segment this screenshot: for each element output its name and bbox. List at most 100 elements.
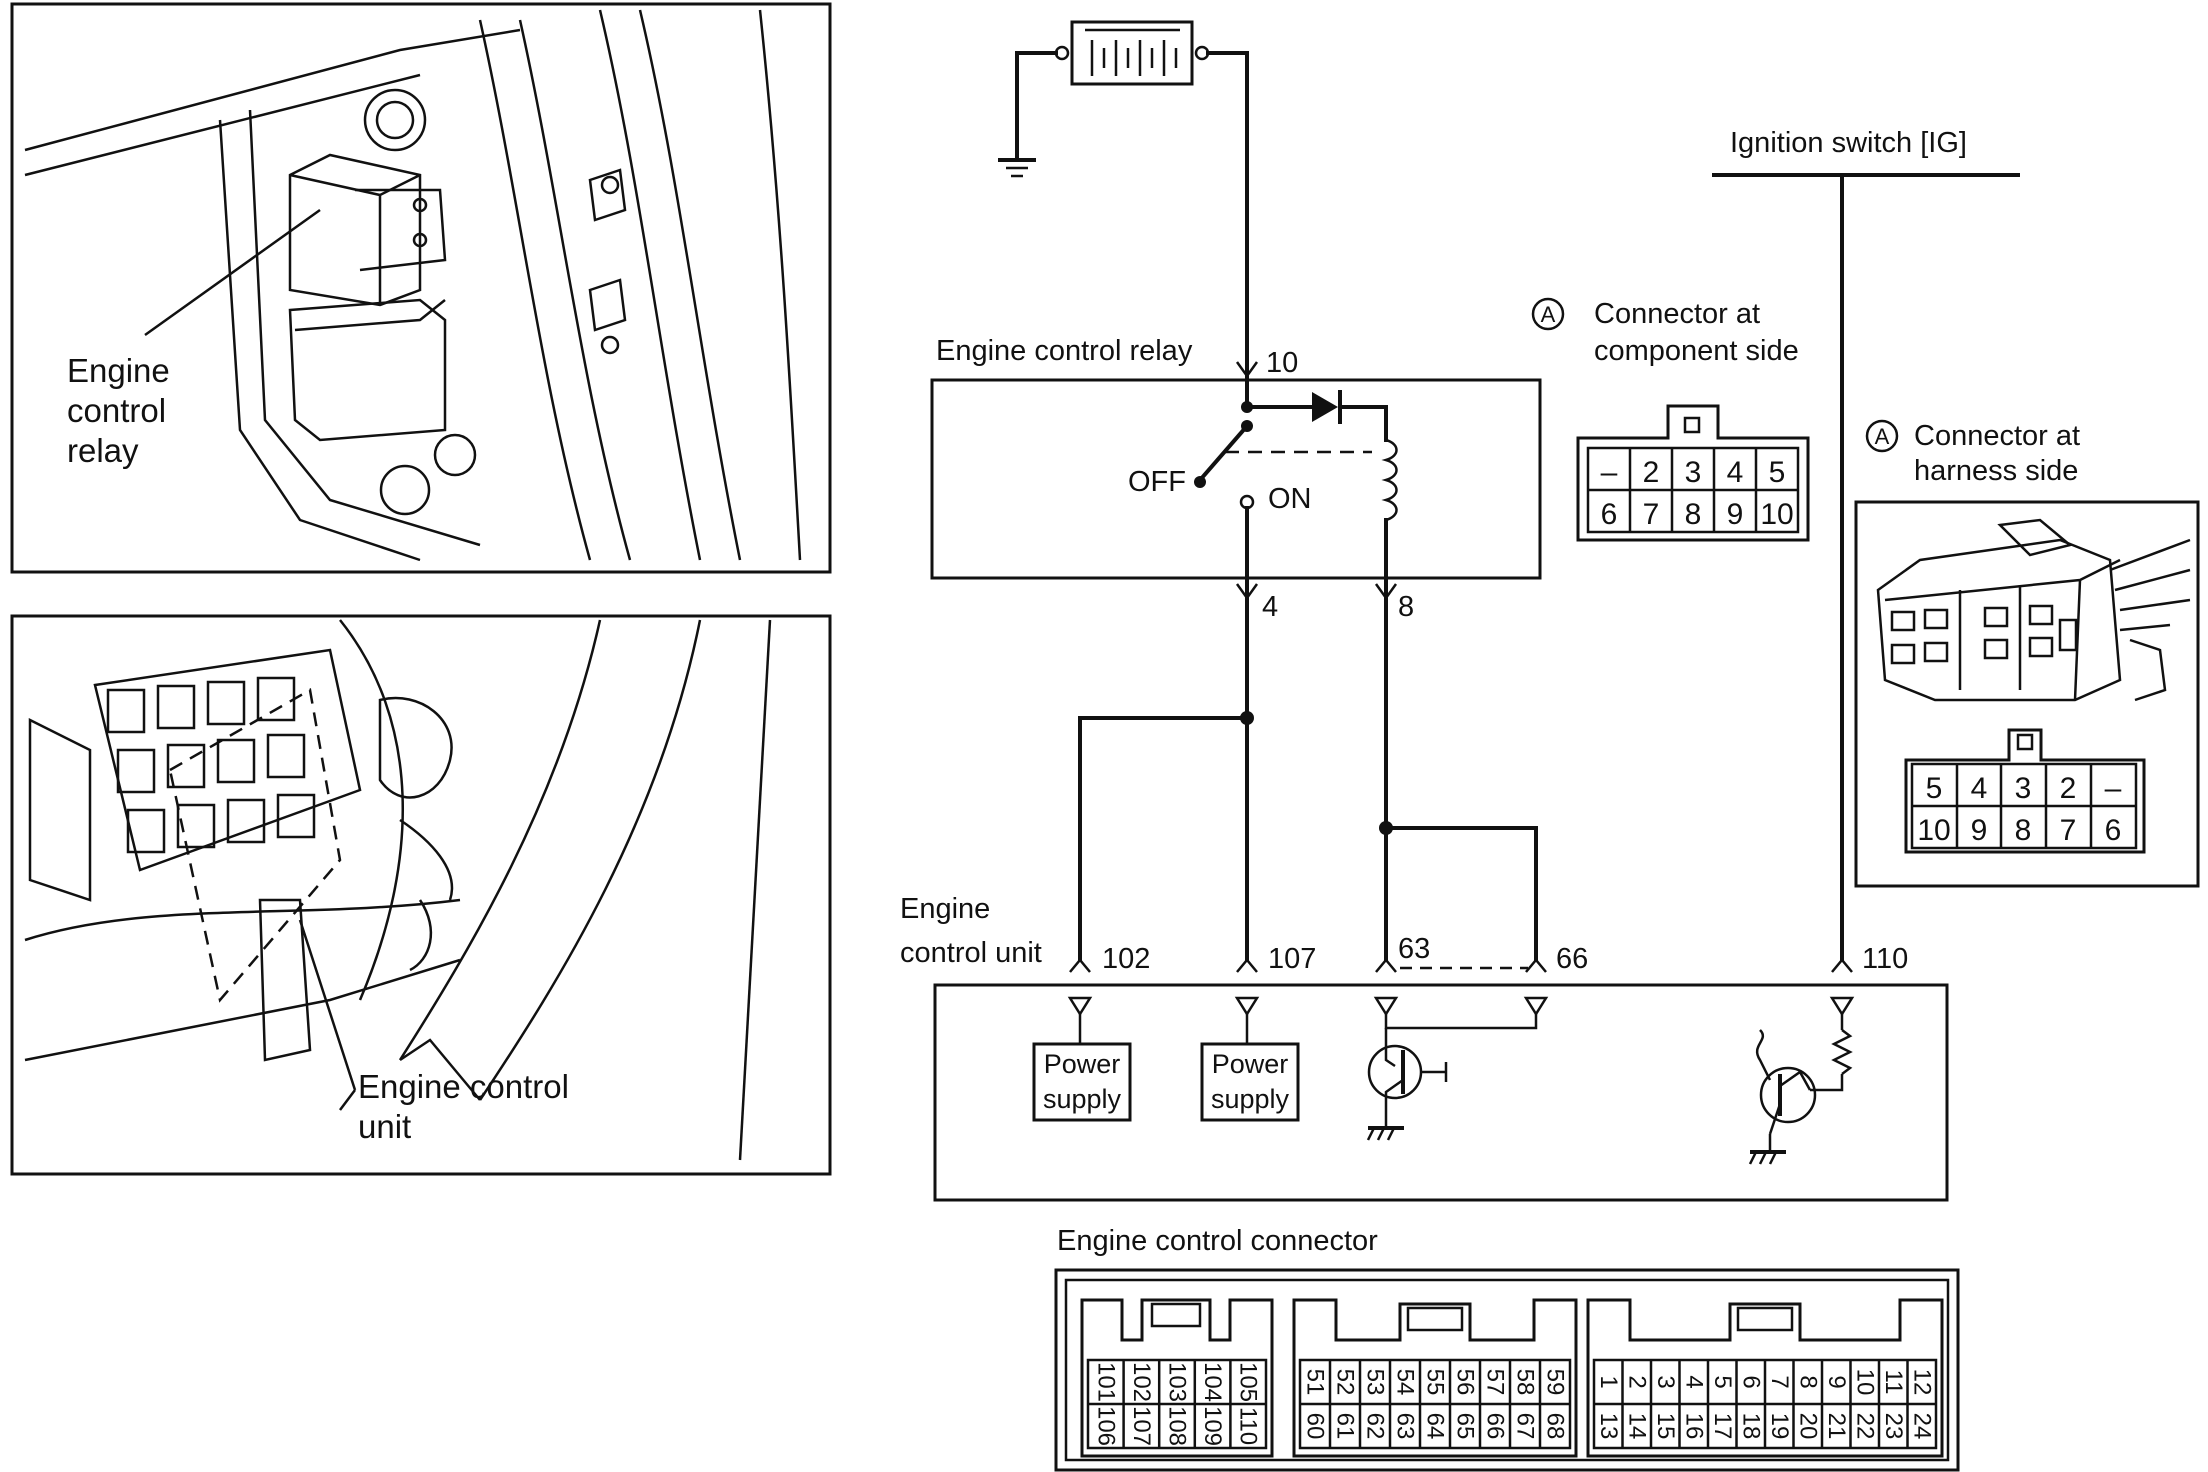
terminal-110: 110 (1862, 943, 1908, 975)
connector-pin-59: 59 (1542, 1369, 1569, 1396)
transistor-icon (1366, 1014, 1538, 1141)
comp-pin: 3 (1685, 456, 1702, 489)
connector-pin-104: 104 (1199, 1362, 1226, 1402)
connector-pin-53: 53 (1362, 1369, 1389, 1396)
ground-icon (998, 158, 1036, 178)
relay-label-line1: Engine (67, 352, 170, 389)
connector-pin-24: 24 (1908, 1413, 1935, 1440)
component-pin-grid (1586, 446, 1800, 534)
terminal-10: 10 (1266, 347, 1298, 379)
ecu-title-line1: Engine (900, 893, 990, 925)
comp-pin: 8 (1685, 498, 1702, 531)
connector-pin-54: 54 (1392, 1369, 1419, 1396)
connector-pin-grid (1592, 1358, 1938, 1450)
power-supply-1-line2: supply (1043, 1084, 1122, 1114)
harness-pin: 8 (2015, 814, 2032, 847)
power-supply-2-line1: Power (1212, 1049, 1289, 1079)
battery-icon (1054, 20, 1210, 86)
marker-a-1: A (1541, 302, 1556, 327)
switch-off-label: OFF (1128, 466, 1186, 498)
connector-pin-55: 55 (1422, 1369, 1449, 1396)
marker-a-icon (1865, 419, 1899, 453)
connector-pin-6: 6 (1737, 1375, 1764, 1388)
connector-pin-22: 22 (1851, 1413, 1878, 1440)
ecu-photo-label-line2: unit (358, 1108, 411, 1145)
relay-location-illustration: Engine control relay (10, 2, 832, 574)
connector-pin-21: 21 (1823, 1413, 1850, 1440)
connector-pin-61: 61 (1332, 1413, 1359, 1440)
connector-pin-106: 106 (1092, 1406, 1119, 1446)
harness-pin: – (2105, 772, 2122, 805)
harness-pin: 10 (1917, 814, 1950, 847)
connector-pin-101: 101 (1092, 1362, 1119, 1402)
marker-a-2: A (1875, 424, 1890, 449)
transistor-icon-2 (1748, 1014, 1853, 1165)
connector-pin-16: 16 (1680, 1413, 1707, 1440)
connector-pin-9: 9 (1823, 1375, 1850, 1388)
connector-pin-68: 68 (1542, 1413, 1569, 1440)
connector-component-side: A Connector at component side – 2 3 4 5 … (1531, 297, 1810, 542)
harness-pin: 2 (2060, 772, 2077, 805)
ecu-location-illustration: Engine control unit (10, 614, 832, 1176)
connector-pin-12: 12 (1908, 1369, 1935, 1396)
power-supply-1-line1: Power (1044, 1049, 1121, 1079)
relay-title: Engine control relay (936, 335, 1193, 367)
connector-pin-1: 1 (1595, 1375, 1622, 1388)
connector-pin-7: 7 (1766, 1375, 1793, 1388)
connector-pin-3: 3 (1652, 1375, 1679, 1388)
harness-plug-illustration (1876, 518, 2191, 702)
ecu-photo-label-line1: Engine control (358, 1068, 569, 1105)
harness-label-line2: harness side (1914, 455, 2078, 487)
component-label-line1: Connector at (1594, 298, 1760, 330)
connector-pin-23: 23 (1880, 1413, 1907, 1440)
connector-pin-103: 103 (1164, 1362, 1191, 1402)
harness-pin: 3 (2015, 772, 2032, 805)
connector-pin-51: 51 (1302, 1369, 1329, 1396)
comp-pin: 5 (1769, 456, 1786, 489)
harness-pin: 5 (1926, 772, 1943, 805)
harness-pin: 6 (2105, 814, 2122, 847)
comp-pin: 2 (1643, 456, 1660, 489)
ecu-title-line2: control unit (900, 937, 1042, 969)
connector-pin-15: 15 (1652, 1413, 1679, 1440)
connector-pin-56: 56 (1452, 1369, 1479, 1396)
comp-pin: 7 (1643, 498, 1660, 531)
connector-pin-13: 13 (1595, 1413, 1622, 1440)
ecu-connector-title: Engine control connector (1057, 1225, 1378, 1257)
harness-pin: 7 (2060, 814, 2077, 847)
connector-pin-102: 102 (1128, 1362, 1155, 1402)
connector-pin-18: 18 (1737, 1413, 1764, 1440)
power-supply-box-2 (1200, 1042, 1300, 1122)
relay-label-line2: control (67, 392, 166, 429)
connector-pin-52: 52 (1332, 1369, 1359, 1396)
connector-pin-66: 66 (1482, 1413, 1509, 1440)
connector-pin-64: 64 (1422, 1413, 1449, 1440)
connector-pin-67: 67 (1512, 1413, 1539, 1440)
comp-pin: 9 (1727, 498, 1744, 531)
connector-pin-11: 11 (1880, 1370, 1907, 1395)
connector-pin-2: 2 (1623, 1375, 1650, 1388)
comp-pin: 10 (1760, 498, 1793, 531)
connector-pin-58: 58 (1512, 1369, 1539, 1396)
switch-on-label: ON (1268, 483, 1312, 515)
ignition-switch-label: Ignition switch [IG] (1730, 127, 1967, 159)
harness-pin-grid (1910, 762, 2138, 850)
connector-pin-14: 14 (1623, 1413, 1650, 1440)
connector-pin-19: 19 (1766, 1413, 1793, 1440)
connector-pin-108: 108 (1164, 1406, 1191, 1446)
connector-pin-57: 57 (1482, 1369, 1509, 1396)
connector-pin-20: 20 (1794, 1413, 1821, 1440)
connector-pin-107: 107 (1128, 1406, 1155, 1446)
connector-pin-110: 110 (1235, 1407, 1262, 1445)
comp-pin: – (1601, 456, 1618, 489)
terminal-8: 8 (1398, 591, 1414, 623)
terminal-63: 63 (1398, 933, 1430, 965)
connector-pin-60: 60 (1302, 1413, 1329, 1440)
circuit-diagram: Engine control relay 10 OFF ON 4 8 Ign (900, 20, 2020, 1202)
connector-pin-63: 63 (1392, 1413, 1419, 1440)
connector-pin-5: 5 (1709, 1375, 1736, 1388)
marker-a-icon (1531, 297, 1565, 331)
connector-pin-grid (1086, 1358, 1268, 1450)
connector-pin-10: 10 (1851, 1369, 1878, 1396)
